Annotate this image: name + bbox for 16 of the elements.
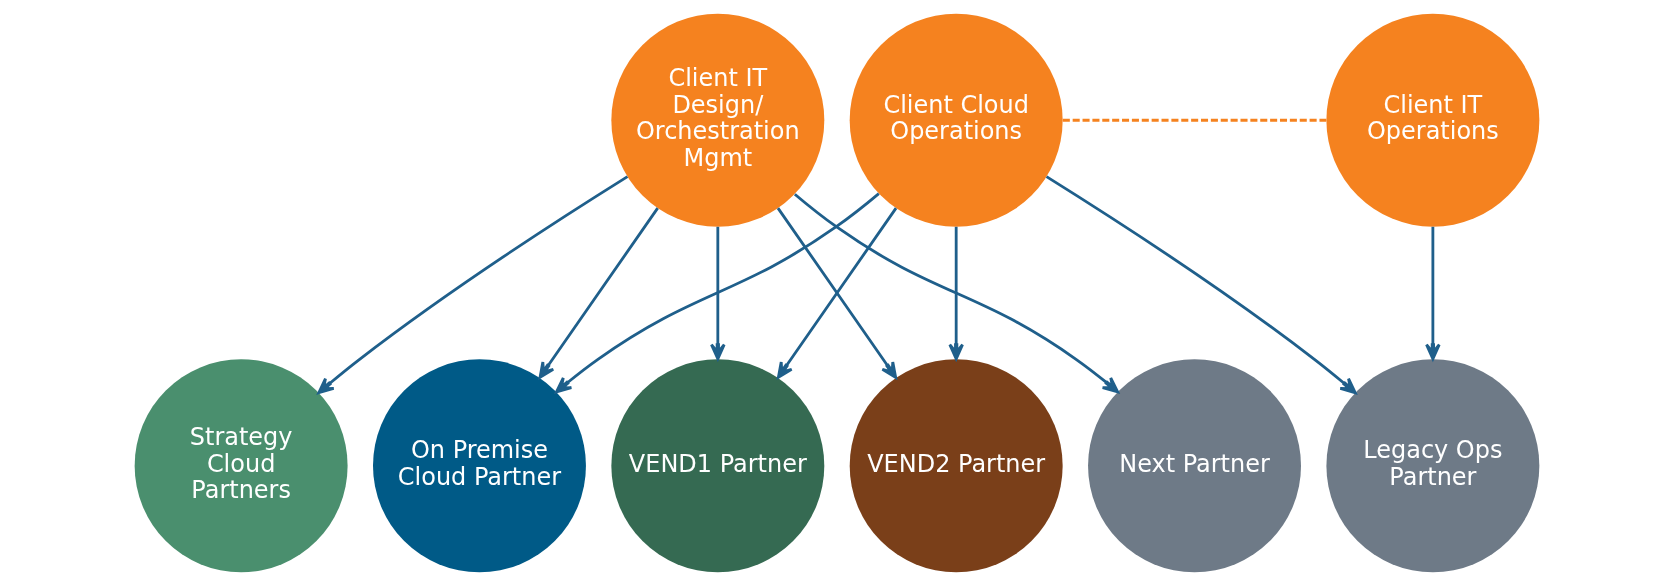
node-circle: Next Partner (1088, 359, 1301, 573)
node-circle: Strategy Cloud Partners (134, 359, 348, 573)
arrow (317, 175, 629, 395)
arrow (555, 192, 880, 394)
node-circle: Legacy Ops Partner (1326, 359, 1540, 573)
arrow (948, 226, 964, 361)
arrow (538, 207, 659, 379)
node-circle: Client Cloud Operations (849, 13, 1063, 227)
arrow (793, 193, 1119, 394)
arrow (1425, 226, 1441, 361)
connector (1062, 118, 1327, 122)
node-circle: Client IT Design/ Orchestration Mgmt (611, 13, 825, 227)
arrow (710, 226, 726, 361)
arrow (1045, 175, 1357, 395)
arrow (776, 207, 898, 379)
node-circle: Client IT Operations (1326, 13, 1540, 227)
